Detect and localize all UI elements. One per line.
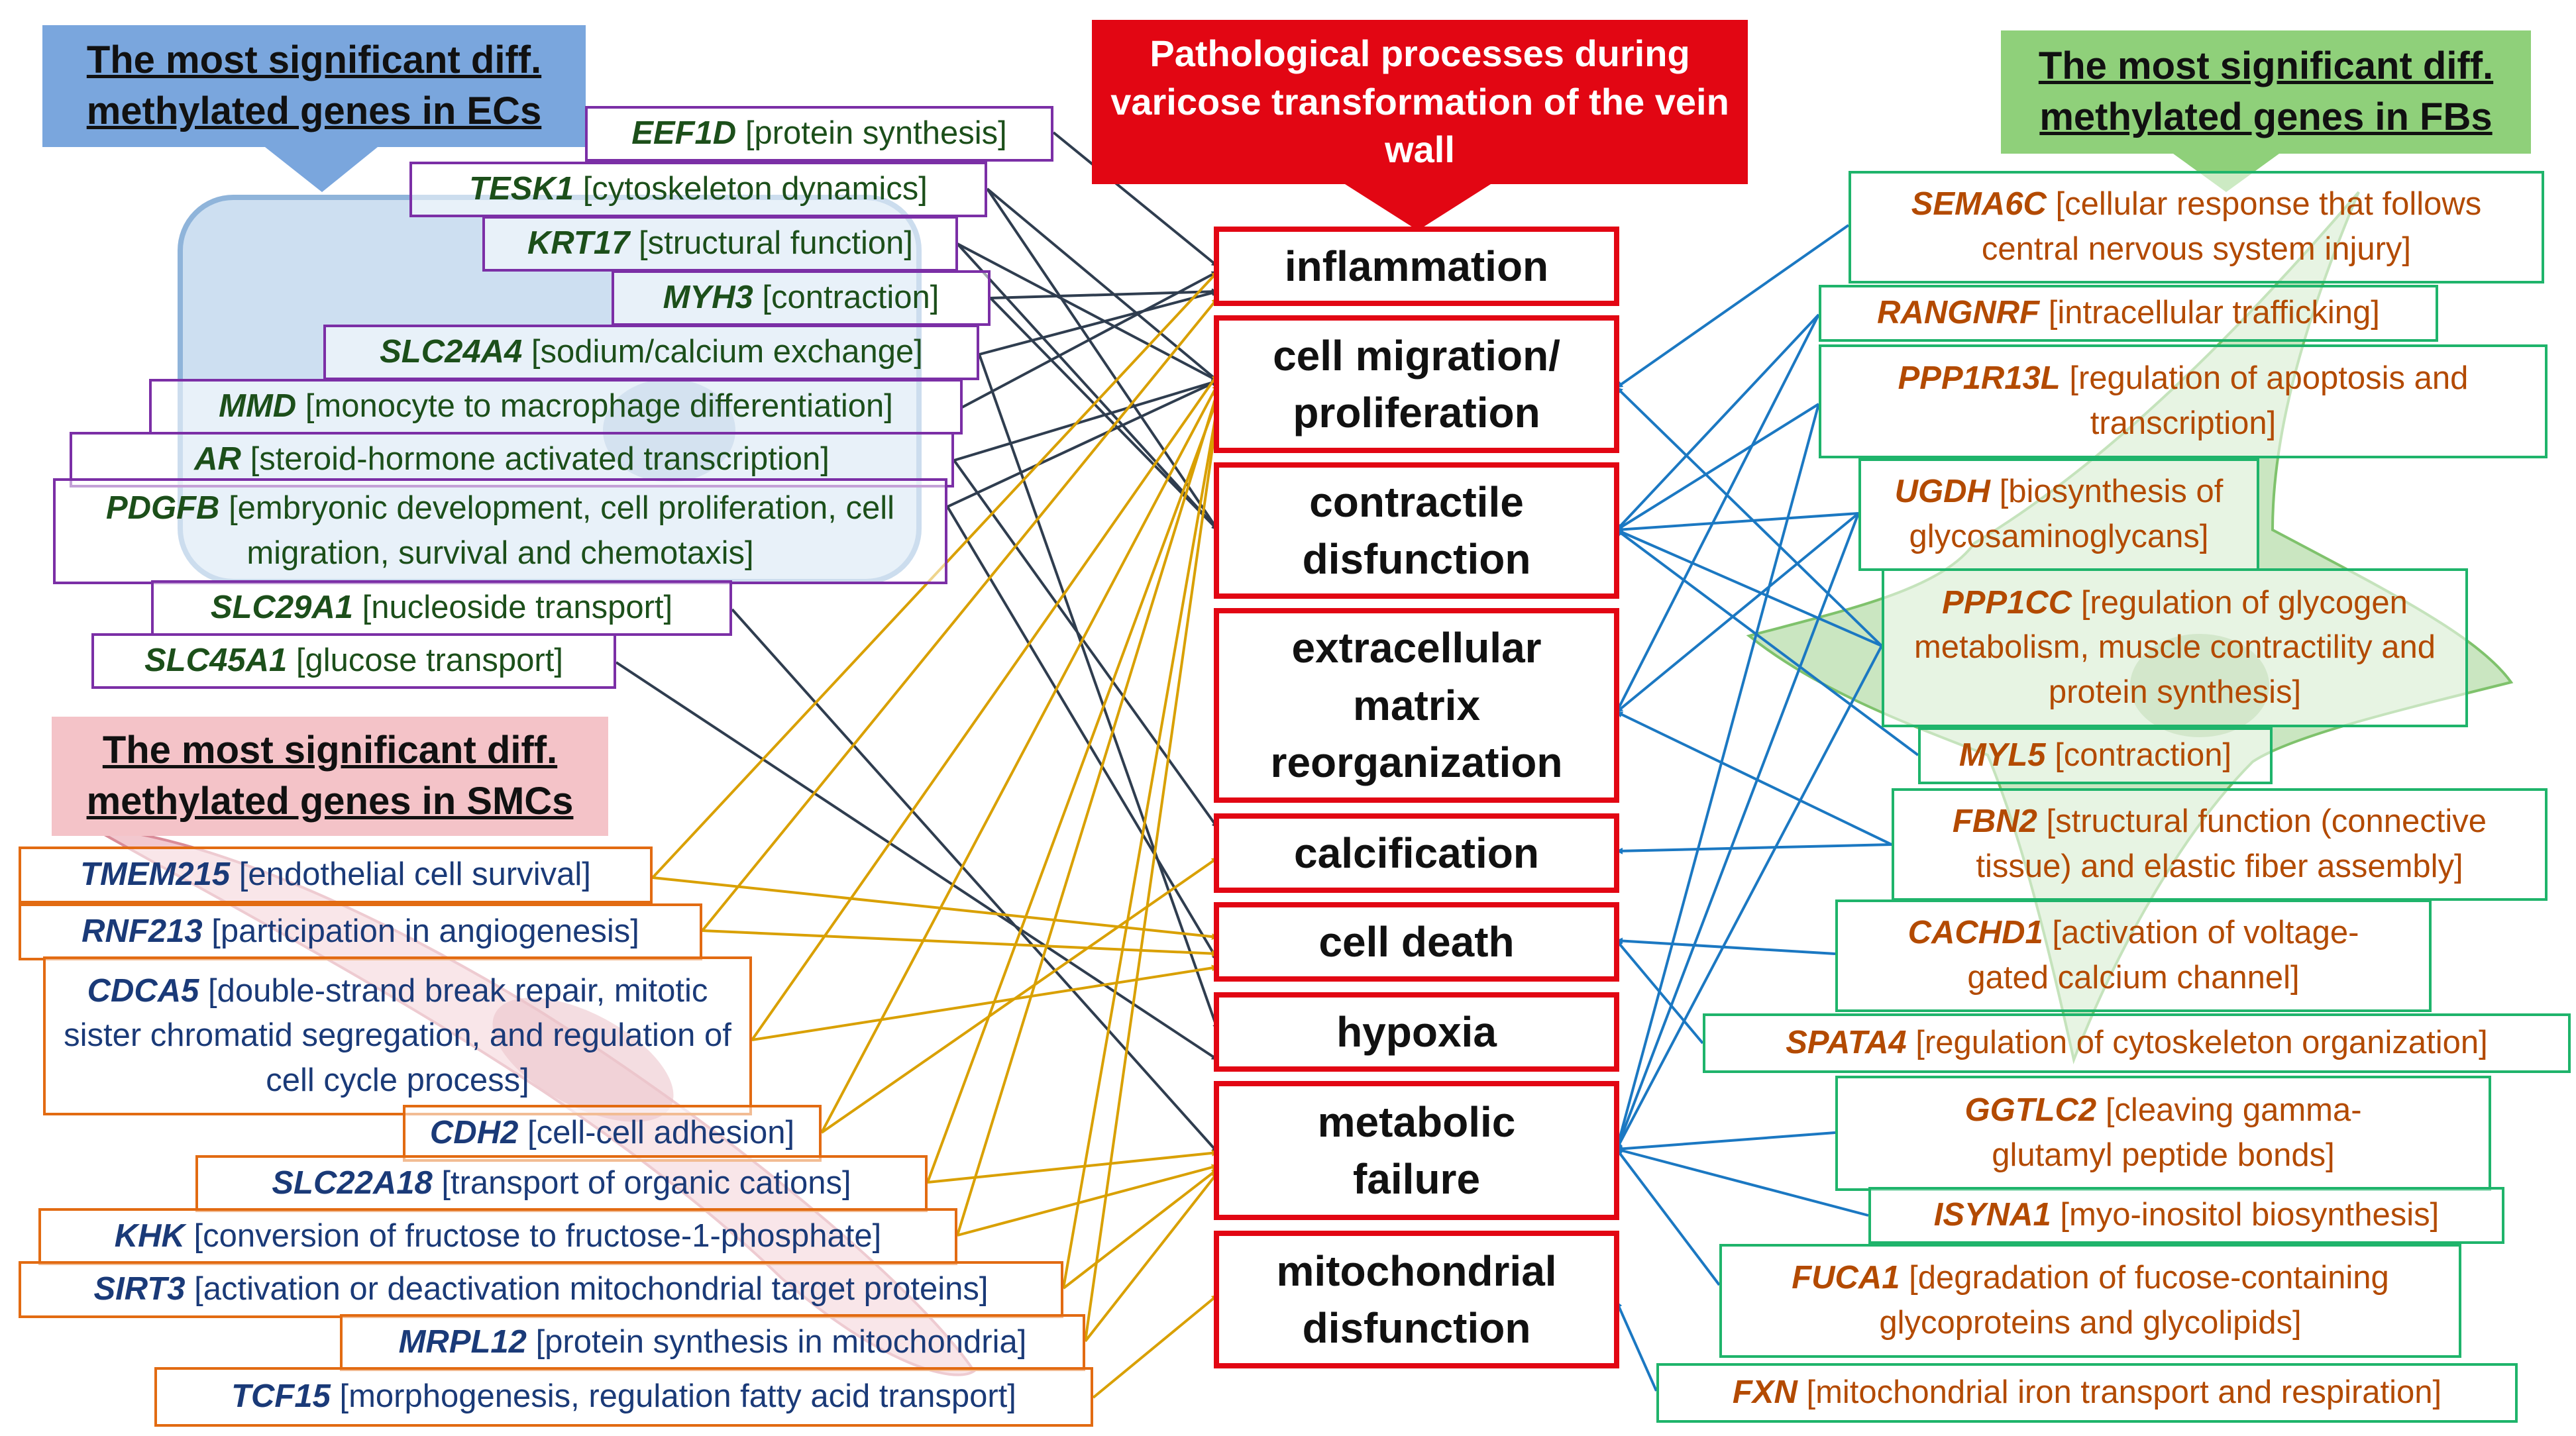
process-cell-migration: cell migration/ proliferation xyxy=(1214,315,1619,453)
ec-gene-mmd: MMD [monocyte to macrophage differentiat… xyxy=(149,379,963,435)
ec-gene-pdgfb: PDGFB [embryonic development, cell proli… xyxy=(53,478,947,584)
ec-gene-myh3: MYH3 [contraction] xyxy=(612,270,991,326)
process-inflammation: inflammation xyxy=(1214,227,1619,306)
process-metabolic-failure: metabolic failure xyxy=(1214,1081,1619,1220)
smc-gene-slc22a18: SLC22A18 [transport of organic cations] xyxy=(195,1155,928,1212)
fb-gene-ugdh: UGDH [biosynthesis of glycosaminoglycans… xyxy=(1858,458,2259,571)
fb-arrows xyxy=(1615,224,1919,1392)
fbs-header: The most significant diff. methylated ge… xyxy=(2001,30,2531,154)
fb-gene-sema6c: SEMA6C [cellular response that follows c… xyxy=(1849,171,2544,283)
ecs-header-arrow xyxy=(265,147,378,192)
process-cell-death: cell death xyxy=(1214,902,1619,982)
fb-gene-myl5: MYL5 [contraction] xyxy=(1918,727,2273,784)
smc-gene-cdh2: CDH2 [cell-cell adhesion] xyxy=(403,1105,822,1162)
ec-gene-slc45a1: SLC45A1 [glucose transport] xyxy=(91,633,616,689)
smc-gene-khk: KHK [conversion of fructose to fructose-… xyxy=(38,1208,957,1265)
smc-gene-rnf213: RNF213 [participation in angiogenesis] xyxy=(19,903,702,960)
fb-gene-fuca1: FUCA1 [degradation of fucose-containing … xyxy=(1719,1244,2461,1358)
ec-gene-slc24a4: SLC24A4 [sodium/calcium exchange] xyxy=(323,325,979,380)
ecs-header: The most significant diff. methylated ge… xyxy=(42,25,586,147)
main-header: Pathological processes during varicose t… xyxy=(1092,20,1748,184)
fb-gene-spata4: SPATA4 [regulation of cytoskeleton organ… xyxy=(1703,1013,2571,1073)
fb-gene-ppp1cc: PPP1CC [regulation of glycogen metabolis… xyxy=(1882,568,2468,727)
fb-gene-ggtlc2: GGTLC2 [cleaving gamma-glutamyl peptide … xyxy=(1835,1076,2491,1191)
ec-gene-krt17: KRT17 [structural function] xyxy=(482,216,958,272)
smcs-header: The most significant diff. methylated ge… xyxy=(52,717,608,836)
smc-gene-mrpl12: MRPL12 [protein synthesis in mitochondri… xyxy=(340,1314,1085,1371)
process-hypoxia: hypoxia xyxy=(1214,992,1619,1072)
smc-gene-tcf15: TCF15 [morphogenesis, regulation fatty a… xyxy=(154,1367,1093,1427)
smc-gene-sirt3: SIRT3 [activation or deactivation mitoch… xyxy=(19,1261,1063,1318)
process-mitochondrial: mitochondrial disfunction xyxy=(1214,1231,1619,1368)
process-ecm: extracellular matrix reorganization xyxy=(1214,608,1619,803)
ec-gene-eef1d: EEF1D [protein synthesis] xyxy=(585,106,1053,162)
fb-gene-rangnrf: RANGNRF [intracellular trafficking] xyxy=(1819,285,2438,342)
main-header-arrow xyxy=(1345,184,1491,231)
fb-gene-fxn: FXN [mitochondrial iron transport and re… xyxy=(1656,1363,2518,1423)
process-calcification: calcification xyxy=(1214,813,1619,893)
process-contractile: contractile disfunction xyxy=(1214,462,1619,599)
fb-gene-isyna1: ISYNA1 [myo-inositol biosynthesis] xyxy=(1868,1187,2504,1244)
smc-gene-tmem215: TMEM215 [endothelial cell survival] xyxy=(19,846,653,903)
smc-gene-cdca5: CDCA5 [double-strand break repair, mitot… xyxy=(43,956,752,1115)
fb-gene-cachd1: CACHD1 [activation of voltage-gated calc… xyxy=(1835,899,2432,1012)
ec-arrows xyxy=(615,131,1219,1154)
fb-gene-fbn2: FBN2 [structural function (connective ti… xyxy=(1892,788,2548,901)
ec-gene-tesk1: TESK1 [cytoskeleton dynamics] xyxy=(409,162,987,217)
ec-gene-slc29a1: SLC29A1 [nucleoside transport] xyxy=(151,580,732,636)
fb-gene-ppp1r13l: PPP1R13L [regulation of apoptosis and tr… xyxy=(1819,344,2548,458)
